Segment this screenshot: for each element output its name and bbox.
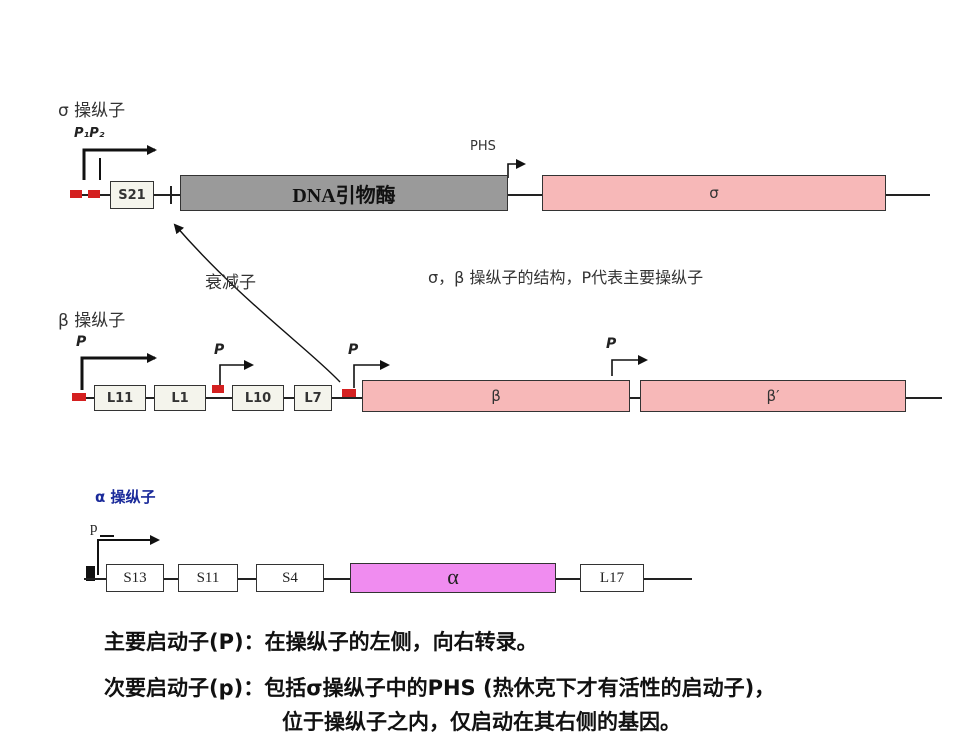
gene-dna-primase-label: DNA引物酶 bbox=[292, 184, 396, 207]
gene-s13: S13 bbox=[106, 564, 164, 592]
gene-l10: L10 bbox=[232, 385, 284, 411]
beta-promoter-arrow-3 bbox=[353, 360, 390, 388]
gene-beta-prime: β′ bbox=[640, 380, 906, 412]
beta-promoter-label-1: P bbox=[76, 334, 87, 350]
beta-promoter-label-3: P bbox=[348, 342, 359, 358]
beta-promoter-label-4: P bbox=[606, 336, 617, 352]
beta-promoter-2 bbox=[212, 385, 224, 393]
sigma-dna-line bbox=[154, 194, 180, 196]
gene-s21: S21 bbox=[110, 181, 154, 209]
gene-sigma: σ bbox=[542, 175, 886, 211]
gene-alpha: α bbox=[350, 563, 556, 593]
phs-label: PHS bbox=[470, 139, 496, 154]
gene-l1: L1 bbox=[154, 385, 206, 411]
alpha-promoter-arrow bbox=[97, 535, 160, 575]
sigma-p1-promoter bbox=[70, 190, 82, 198]
beta-promoter-1 bbox=[72, 393, 86, 401]
sigma-operon-title: σ 操纵子 bbox=[58, 101, 126, 121]
alpha-promoter-underline bbox=[100, 535, 114, 537]
sigma-promoter-label: P₁P₂ bbox=[74, 126, 105, 141]
attenuator-label: 衰减子 bbox=[205, 273, 256, 293]
alpha-operon-title: α 操纵子 bbox=[95, 488, 156, 506]
alpha-promoter-mark bbox=[86, 566, 95, 581]
sigma-p1-arrow bbox=[82, 145, 157, 180]
beta-operon-title: β 操纵子 bbox=[58, 311, 126, 331]
operon-caption: σ，β 操纵子的结构，P代表主要操纵子 bbox=[428, 268, 704, 287]
gene-beta: β bbox=[362, 380, 630, 412]
note-minor-promoter-line2: 位于操纵子之内，仅启动在其右侧的基因。 bbox=[282, 710, 681, 734]
beta-promoter-arrow-4 bbox=[611, 355, 648, 376]
sigma-tick bbox=[170, 186, 172, 204]
beta-promoter-arrow-2 bbox=[219, 360, 254, 390]
gene-l17: L17 bbox=[580, 564, 644, 592]
gene-l7: L7 bbox=[294, 385, 332, 411]
sigma-dna-line bbox=[508, 194, 542, 196]
attenuator-arrow bbox=[173, 223, 341, 383]
gene-l11: L11 bbox=[94, 385, 146, 411]
note-minor-promoter-line1: 次要启动子(p)：包括σ操纵子中的PHS (热休克下才有活性的启动子)， bbox=[104, 676, 776, 700]
note-main-promoter: 主要启动子(P)：在操纵子的左侧，向右转录。 bbox=[104, 630, 538, 654]
gene-s11: S11 bbox=[178, 564, 238, 592]
alpha-promoter-label: p bbox=[90, 520, 98, 536]
gene-s4: S4 bbox=[256, 564, 324, 592]
beta-promoter-arrow-1 bbox=[80, 353, 157, 390]
sigma-p2-promoter bbox=[88, 190, 100, 198]
beta-promoter-3 bbox=[342, 389, 356, 397]
sigma-dna-line bbox=[886, 194, 930, 196]
phs-arrow bbox=[507, 159, 526, 178]
gene-dna-primase: DNA引物酶 bbox=[180, 175, 508, 211]
beta-promoter-label-2: P bbox=[214, 342, 225, 358]
